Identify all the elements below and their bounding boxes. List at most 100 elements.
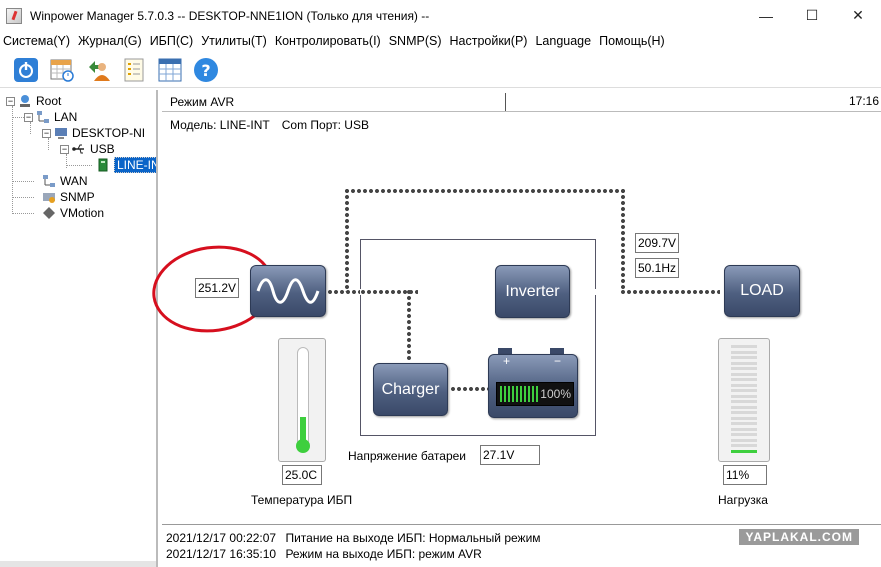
toolbar: ? (0, 52, 881, 88)
watermark: YAPLAKAL.COM (739, 529, 859, 545)
collapse-toggle[interactable]: − (6, 95, 15, 106)
thermometer-bulb (296, 439, 310, 453)
tree-node-vmotion[interactable]: VMotion (42, 205, 104, 221)
app-icon (6, 7, 22, 24)
menu-monitor[interactable]: Контролировать(I) (274, 34, 381, 48)
maximize-button[interactable]: ☐ (805, 7, 819, 23)
menu-system[interactable]: Система(Y) (3, 34, 71, 48)
root-network-icon (20, 95, 30, 107)
window-controls: — ☐ ✕ (743, 0, 881, 31)
charger-feed-line (406, 289, 412, 361)
log-message: Питание на выходе ИБП: Нормальный режим (285, 531, 541, 545)
schedule-button[interactable] (48, 56, 76, 84)
menu-language[interactable]: Language (535, 34, 592, 48)
load-bar-segment (731, 438, 757, 442)
tree-label-root: Root (36, 94, 62, 108)
snmp-icon (43, 193, 55, 203)
tree-label-wan: WAN (60, 174, 88, 188)
load-bar-segment (731, 367, 757, 370)
tree-node-wan[interactable]: WAN (42, 173, 88, 189)
wan-network-icon (43, 175, 55, 187)
inverter-block: Inverter (495, 265, 570, 318)
load-bar-segment (731, 394, 757, 398)
device-info-bar: Модель: LINE-INT Com Порт: USB (162, 115, 881, 135)
collapse-toggle[interactable]: − (60, 143, 69, 154)
menu-ups[interactable]: ИБП(C) (149, 34, 194, 48)
bypass-line-right (620, 188, 626, 292)
menu-log[interactable]: Журнал(G) (78, 34, 142, 48)
battery-gauge: 100% (496, 382, 574, 406)
grid-button[interactable] (156, 56, 184, 84)
frame-dotted-bus (360, 289, 418, 295)
tree-node-usb[interactable]: − USB (60, 141, 115, 157)
log-entry: 2021/12/17 16:35:10 Режим на выходе ИБП:… (166, 546, 881, 562)
tree-label-ups: LINE-IN (114, 157, 156, 173)
device-tree: − Root − LAN − DESKTOP-NI − USB LINE-IN … (0, 90, 158, 567)
list-button[interactable] (120, 56, 148, 84)
usb-icon (72, 144, 84, 154)
schedule-icon (50, 59, 74, 82)
power-button[interactable] (12, 56, 40, 84)
computer-icon (55, 128, 67, 139)
menu-utilities[interactable]: Утилиты(T) (201, 34, 267, 48)
load-gauge-label: Нагрузка (718, 493, 768, 507)
charger-block: Charger (373, 363, 448, 416)
load-bar-segment (731, 356, 757, 359)
load-bar-segment (731, 389, 757, 392)
tree-node-ups[interactable]: LINE-IN (96, 157, 156, 173)
battery-terminal-plus (498, 348, 512, 356)
load-bar-segment (731, 405, 757, 409)
user-icon (89, 60, 110, 81)
battery-level-fill (500, 386, 540, 402)
load-bar-segment (731, 350, 757, 354)
load-bar-segment (731, 372, 757, 376)
battery-voltage-label: Напряжение батареи (348, 449, 467, 463)
help-icon: ? (194, 57, 218, 82)
battery-plus-sign: + (503, 354, 511, 368)
thermometer-mercury (300, 417, 306, 445)
help-button[interactable]: ? (192, 56, 220, 84)
menu-settings[interactable]: Настройки(P) (449, 34, 528, 48)
log-timestamp: 2021/12/17 16:35:10 (166, 547, 277, 561)
menu-snmp[interactable]: SNMP(S) (388, 34, 442, 48)
lan-network-icon (37, 111, 49, 123)
collapse-toggle[interactable]: − (42, 127, 51, 138)
window-title: Winpower Manager 5.7.0.3 -- DESKTOP-NNE1… (30, 8, 430, 23)
event-log: 2021/12/17 00:22:07 Питание на выходе ИБ… (162, 524, 881, 567)
title-bar: Winpower Manager 5.7.0.3 -- DESKTOP-NNE1… (0, 0, 881, 31)
minimize-button[interactable]: — (759, 7, 773, 24)
log-message: Режим на выходе ИБП: режим AVR (285, 547, 482, 561)
load-bar-segment (731, 345, 757, 348)
port-text: Com Порт: USB (281, 118, 369, 132)
load-bar-segment (731, 383, 757, 387)
output-frequency-field: 50.1Hz (635, 258, 679, 278)
close-button[interactable]: ✕ (852, 7, 864, 23)
vmotion-icon (43, 207, 55, 219)
collapse-toggle[interactable]: − (24, 111, 33, 122)
user-button[interactable] (84, 56, 112, 84)
menu-help[interactable]: Помощь(H) (599, 34, 665, 48)
input-voltage-field: 251.2V (195, 278, 239, 298)
grid-icon (158, 58, 182, 81)
load-bar-segment (731, 444, 757, 447)
tree-node-lan[interactable]: − LAN (24, 109, 77, 125)
bypass-line-left (344, 188, 350, 292)
battery-voltage-field: 27.1V (480, 445, 540, 465)
tree-node-snmp[interactable]: SNMP (42, 189, 95, 205)
ups-mode-text: Режим AVR (170, 92, 506, 111)
load-bar-segment (731, 416, 757, 420)
ups-device-icon (98, 158, 108, 172)
tree-node-desktop[interactable]: − DESKTOP-NI (42, 125, 145, 141)
log-entry: 2021/12/17 00:22:07 Питание на выходе ИБ… (166, 530, 881, 546)
inverter-frame (360, 239, 596, 436)
load-level-bars (731, 345, 757, 457)
charger-label: Charger (381, 380, 440, 398)
power-icon (14, 57, 38, 82)
tree-label-snmp: SNMP (60, 190, 95, 204)
inverter-battery-link (529, 318, 537, 348)
tree-node-root[interactable]: − Root (6, 93, 61, 109)
list-icon (124, 58, 144, 81)
tree-label-vmotion: VMotion (60, 206, 105, 220)
tree-label-usb: USB (90, 142, 115, 156)
tree-horizontal-scrollbar[interactable] (0, 561, 156, 567)
